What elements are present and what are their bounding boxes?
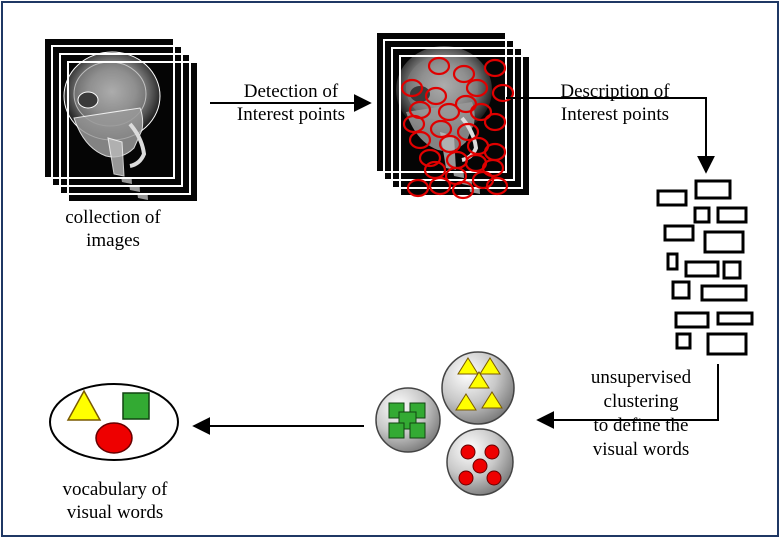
interest-point-ring [491,83,515,103]
interest-point-ring [428,176,452,196]
arrow-clustering [536,364,719,429]
interest-point-ring [429,119,453,139]
clustering-label-text: unsupervised clustering to define the vi… [590,367,692,460]
interest-point-ring [406,178,430,198]
description-label-text: Description of Interest points [560,81,670,125]
interest-point-ring [438,134,462,154]
detection-label: Detection of Interest points [206,80,376,126]
annotated-image-stack-icon [374,30,532,200]
interest-point-ring [424,86,448,106]
vocabulary-label: vocabulary of visual words [40,478,190,524]
interest-point-ring [465,78,489,98]
square-cluster [375,387,441,453]
interest-point-ring [427,56,451,76]
description-label: Description of Interest points [530,80,700,126]
interest-point-ring [418,148,442,168]
descriptor-rectangles-icon [656,179,754,356]
image-stack-icon [42,36,200,204]
arrow-description [506,97,715,174]
vocabulary-icon [49,383,179,461]
clustering-label: unsupervised clustering to define the vi… [566,366,716,462]
interest-point-ring [456,122,480,142]
interest-point-ring [408,130,432,150]
cluster-discs-icon [375,351,515,496]
collection-label-text: collection of images [65,207,161,251]
vocabulary-label-text: vocabulary of visual words [62,479,168,523]
interest-point-ring [485,176,509,196]
interest-point-ring [483,112,507,132]
triangle-cluster [441,351,515,425]
interest-point-ring [471,170,495,190]
interest-point-ring [437,102,461,122]
interest-point-ring [483,58,507,78]
interest-point-ring [452,64,476,84]
collection-label: collection of images [53,206,173,252]
interest-point-ring [402,114,426,134]
detection-label-text: Detection of Interest points [236,81,346,125]
interest-point-ring [469,102,493,122]
interest-point-ring [451,180,475,200]
circle-cluster [446,428,514,496]
interest-point-ring [400,78,424,98]
